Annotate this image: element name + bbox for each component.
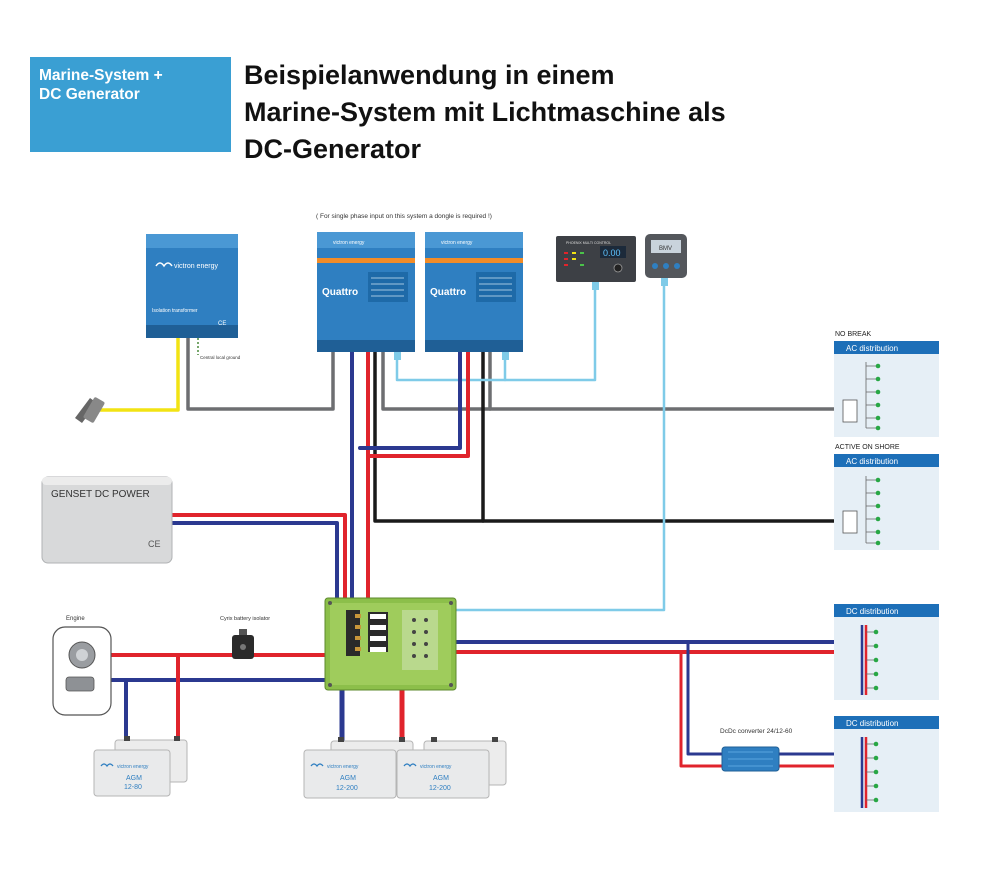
transformer-label: Isolation transformer [152, 308, 198, 314]
category-tag: Marine-System + DC Generator [30, 57, 231, 152]
genset-ce-mark: CE [148, 539, 161, 549]
dc-neg-quattro2 [358, 350, 462, 450]
page-title-line-1: Beispielanwendung in einem [244, 60, 615, 90]
quattro-inverter-1: victron energy Quattro [317, 232, 415, 352]
transformer-brand: victron energy [174, 263, 218, 270]
ac-wire-transformer-quattro [186, 336, 335, 411]
victron-logo-icon [100, 763, 114, 768]
wires [96, 278, 868, 768]
data-cable-panel [503, 280, 597, 382]
category-tag-line-1: Marine-System + [39, 67, 163, 84]
page-title-line-2: Marine-System mit Lichtmaschine als [244, 97, 726, 127]
ac-dist-2-title: AC distribution [846, 457, 898, 466]
starter-motor-icon [65, 676, 95, 692]
ground-label: Central local ground [200, 355, 241, 360]
panel-display: 0.00 [603, 248, 621, 258]
battery-terminal-icon [338, 737, 405, 742]
data-cable-bmv [454, 278, 666, 612]
victron-logo-icon [403, 763, 417, 768]
battery-agm-12-80: victron energy AGM 12-80 [93, 736, 188, 797]
battery-200a-type: AGM [340, 775, 356, 782]
lynx-dc-distributor [324, 597, 457, 691]
quattro-2-brand: victron energy [441, 240, 473, 246]
victron-logo-icon [310, 763, 324, 768]
category-tag-line-2: DC Generator [39, 86, 140, 103]
ac-wire-no-break [381, 350, 842, 411]
victron-logo-icon [155, 262, 173, 268]
shore-ground-wire [98, 336, 180, 412]
engine: Engine [52, 616, 112, 716]
ac-dist-1-title: AC distribution [846, 344, 898, 353]
battery-agm-12-200-a: victron energy AGM 12-200 [303, 737, 414, 799]
shore-power-plug [75, 397, 105, 423]
dongle-note: ( For single phase input on this system … [316, 213, 492, 220]
quattro-1-brand: victron energy [333, 240, 365, 246]
ac-dist-1-heading: NO BREAK [835, 331, 872, 338]
ac-distribution-no-break: NO BREAK AC distribution [834, 331, 939, 437]
battery-80-brand: victron energy [117, 764, 149, 770]
battery-terminal-icon [124, 736, 180, 741]
isolation-transformer: victron energy Isolation transformer CE … [146, 234, 241, 360]
dc-neg-dcdc-in [686, 640, 724, 756]
ac-distribution-active-on-shore: ACTIVE ON SHORE AC distribution [834, 444, 939, 550]
dc-pos-dcdc-in [679, 650, 724, 768]
panel-title: PHOENIX MULTI CONTROL [566, 241, 611, 245]
alternator-icon [68, 641, 96, 669]
multi-control-panel: PHOENIX MULTI CONTROL 0.00 [556, 236, 636, 282]
page-title-line-3: DC-Generator [244, 134, 422, 164]
dc-pos-genset [170, 513, 347, 600]
connectors [394, 278, 668, 360]
dc-pos-quattro2 [366, 350, 470, 458]
panel-knob-icon [613, 263, 623, 273]
quattro-inverter-2: victron energy Quattro [425, 232, 523, 352]
dc-distribution-1: DC distribution [834, 604, 939, 700]
breaker-icon [842, 399, 858, 423]
ac-wire-active-shore [373, 350, 842, 523]
bmv-battery-monitor: BMV [645, 234, 687, 278]
ce-mark: CE [218, 321, 226, 327]
battery-agm-12-200-b: victron energy AGM 12-200 [396, 737, 507, 799]
ac-dist-2-heading: ACTIVE ON SHORE [835, 444, 900, 451]
battery-200b-brand: victron energy [420, 764, 452, 770]
bmv-button-icon [663, 263, 669, 269]
dc-dist-1-title: DC distribution [846, 607, 898, 616]
genset-label: GENSET DC POWER [51, 489, 150, 500]
dcdc-converter: DcDc converter 24/12-60 [720, 728, 793, 772]
breaker-icon [842, 510, 858, 534]
battery-200b-type: AGM [433, 775, 449, 782]
quattro-2-label: Quattro [430, 287, 466, 298]
genset-dc-power: GENSET DC POWER CE [41, 476, 173, 564]
battery-200a-brand: victron energy [327, 764, 359, 770]
dc-neg-genset [170, 521, 339, 600]
quattro-1-label: Quattro [322, 287, 358, 298]
battery-200b-capacity: 12-200 [429, 785, 451, 792]
cyrix-label: Cyrix battery isolator [220, 616, 270, 622]
battery-80-capacity: 12-80 [124, 784, 142, 791]
battery-terminal-icon [431, 737, 498, 742]
engine-label: Engine [66, 616, 85, 622]
dc-distribution-2: DC distribution [834, 716, 939, 812]
data-cable-quattros [395, 350, 507, 382]
bmv-button-icon [674, 263, 680, 269]
bmv-button-icon [652, 263, 658, 269]
battery-80-type: AGM [126, 775, 142, 782]
dc-dist-2-title: DC distribution [846, 719, 898, 728]
dcdc-label: DcDc converter 24/12-60 [720, 728, 793, 735]
bmv-label: BMV [659, 246, 672, 252]
cyrix-battery-isolator: Cyrix battery isolator [220, 616, 270, 659]
battery-200a-capacity: 12-200 [336, 785, 358, 792]
